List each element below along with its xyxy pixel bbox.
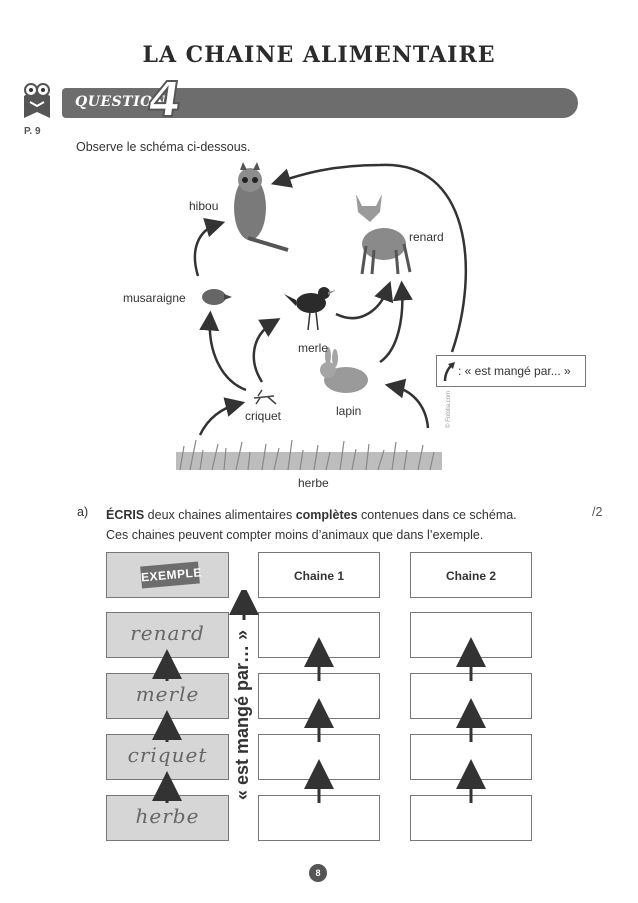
example-item-renard: renard <box>130 621 205 645</box>
vertical-arrow-label: « est mangé par… » <box>232 629 252 800</box>
instruction-line-2: Ces chaines peuvent compter moins d’anim… <box>106 528 484 542</box>
food-web-diagram <box>176 162 468 471</box>
chain2-header: Chaine 2 <box>410 552 532 598</box>
question-label: QUESTION <box>75 94 167 110</box>
shrew-illustration <box>202 289 232 305</box>
label-renard: renard <box>409 230 444 244</box>
chain1-label: Chaine 1 <box>293 569 344 583</box>
cricket-illustration <box>253 389 277 405</box>
instruction-part-1: deux chaines alimentaires <box>144 508 296 522</box>
curved-arrow-icon <box>443 362 455 382</box>
label-merle: merle <box>298 341 329 355</box>
instruction-part-2: contenues dans ce schéma. <box>357 508 517 522</box>
blackbird-illustration <box>284 287 336 331</box>
label-hibou: hibou <box>189 199 219 213</box>
score: /2 <box>592 505 603 519</box>
instruction-bold-ecris: ÉCRIS <box>106 508 145 522</box>
label-lapin: lapin <box>336 404 362 418</box>
example-badge: EXEMPLE <box>140 561 202 589</box>
example-header: EXEMPLE <box>106 552 229 598</box>
chain-arrows <box>152 590 486 803</box>
label-criquet: criquet <box>245 409 282 423</box>
rabbit-illustration <box>320 347 368 393</box>
exercise-instruction: ÉCRIS deux chaines alimentaires complète… <box>106 505 566 545</box>
example-box-1: renard <box>106 612 229 658</box>
page-number: 8 <box>309 864 327 882</box>
label-musaraigne: musaraigne <box>123 291 186 305</box>
chain1-header: Chaine 1 <box>258 552 380 598</box>
chain2-label: Chaine 2 <box>445 569 496 583</box>
question-bar <box>62 88 578 118</box>
example-item-herbe: herbe <box>135 804 200 828</box>
legend-text: : « est mangé par... » <box>458 364 571 378</box>
legend-box <box>436 355 586 387</box>
exercise-letter: a) <box>77 505 89 519</box>
grass-illustration <box>176 439 442 471</box>
label-herbe: herbe <box>298 476 329 490</box>
page-title: LA CHAINE ALIMENTAIRE <box>142 42 496 68</box>
instruction-bold-completes: complètes <box>295 508 358 522</box>
owl-mascot-icon <box>24 83 50 118</box>
example-item-criquet: criquet <box>127 743 208 767</box>
fox-illustration <box>356 194 412 275</box>
intro-text: Observe le schéma ci-dessous. <box>76 140 251 154</box>
page-reference: P. 9 <box>24 126 41 137</box>
owl-illustration <box>234 162 289 252</box>
image-credit: © Fotolia.com <box>446 390 452 428</box>
example-item-merle: merle <box>135 682 200 706</box>
